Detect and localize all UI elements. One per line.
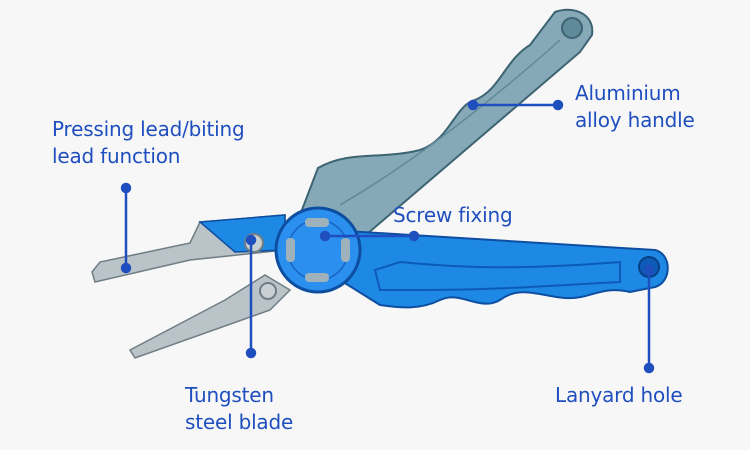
gray-handle (298, 8, 594, 242)
label-line: Tungsten (185, 383, 274, 407)
label-screw-fixing: Screw fixing (393, 203, 513, 227)
label-line: steel blade (185, 410, 294, 434)
label-line: Pressing lead/biting (52, 117, 245, 141)
top-handle-hole (561, 17, 583, 39)
label-line: alloy handle (575, 108, 695, 132)
label-line: Aluminium (575, 81, 681, 105)
leader-lines (120, 99, 655, 374)
label-pressing-lead: Pressing lead/biting lead function (52, 116, 245, 170)
label-line: lead function (52, 144, 181, 168)
blue-handle (328, 228, 669, 309)
label-tungsten-blade: Tungsten steel blade (185, 382, 293, 436)
label-aluminium-handle: Aluminium alloy handle (575, 80, 695, 134)
label-lanyard-hole: Lanyard hole (555, 383, 683, 407)
